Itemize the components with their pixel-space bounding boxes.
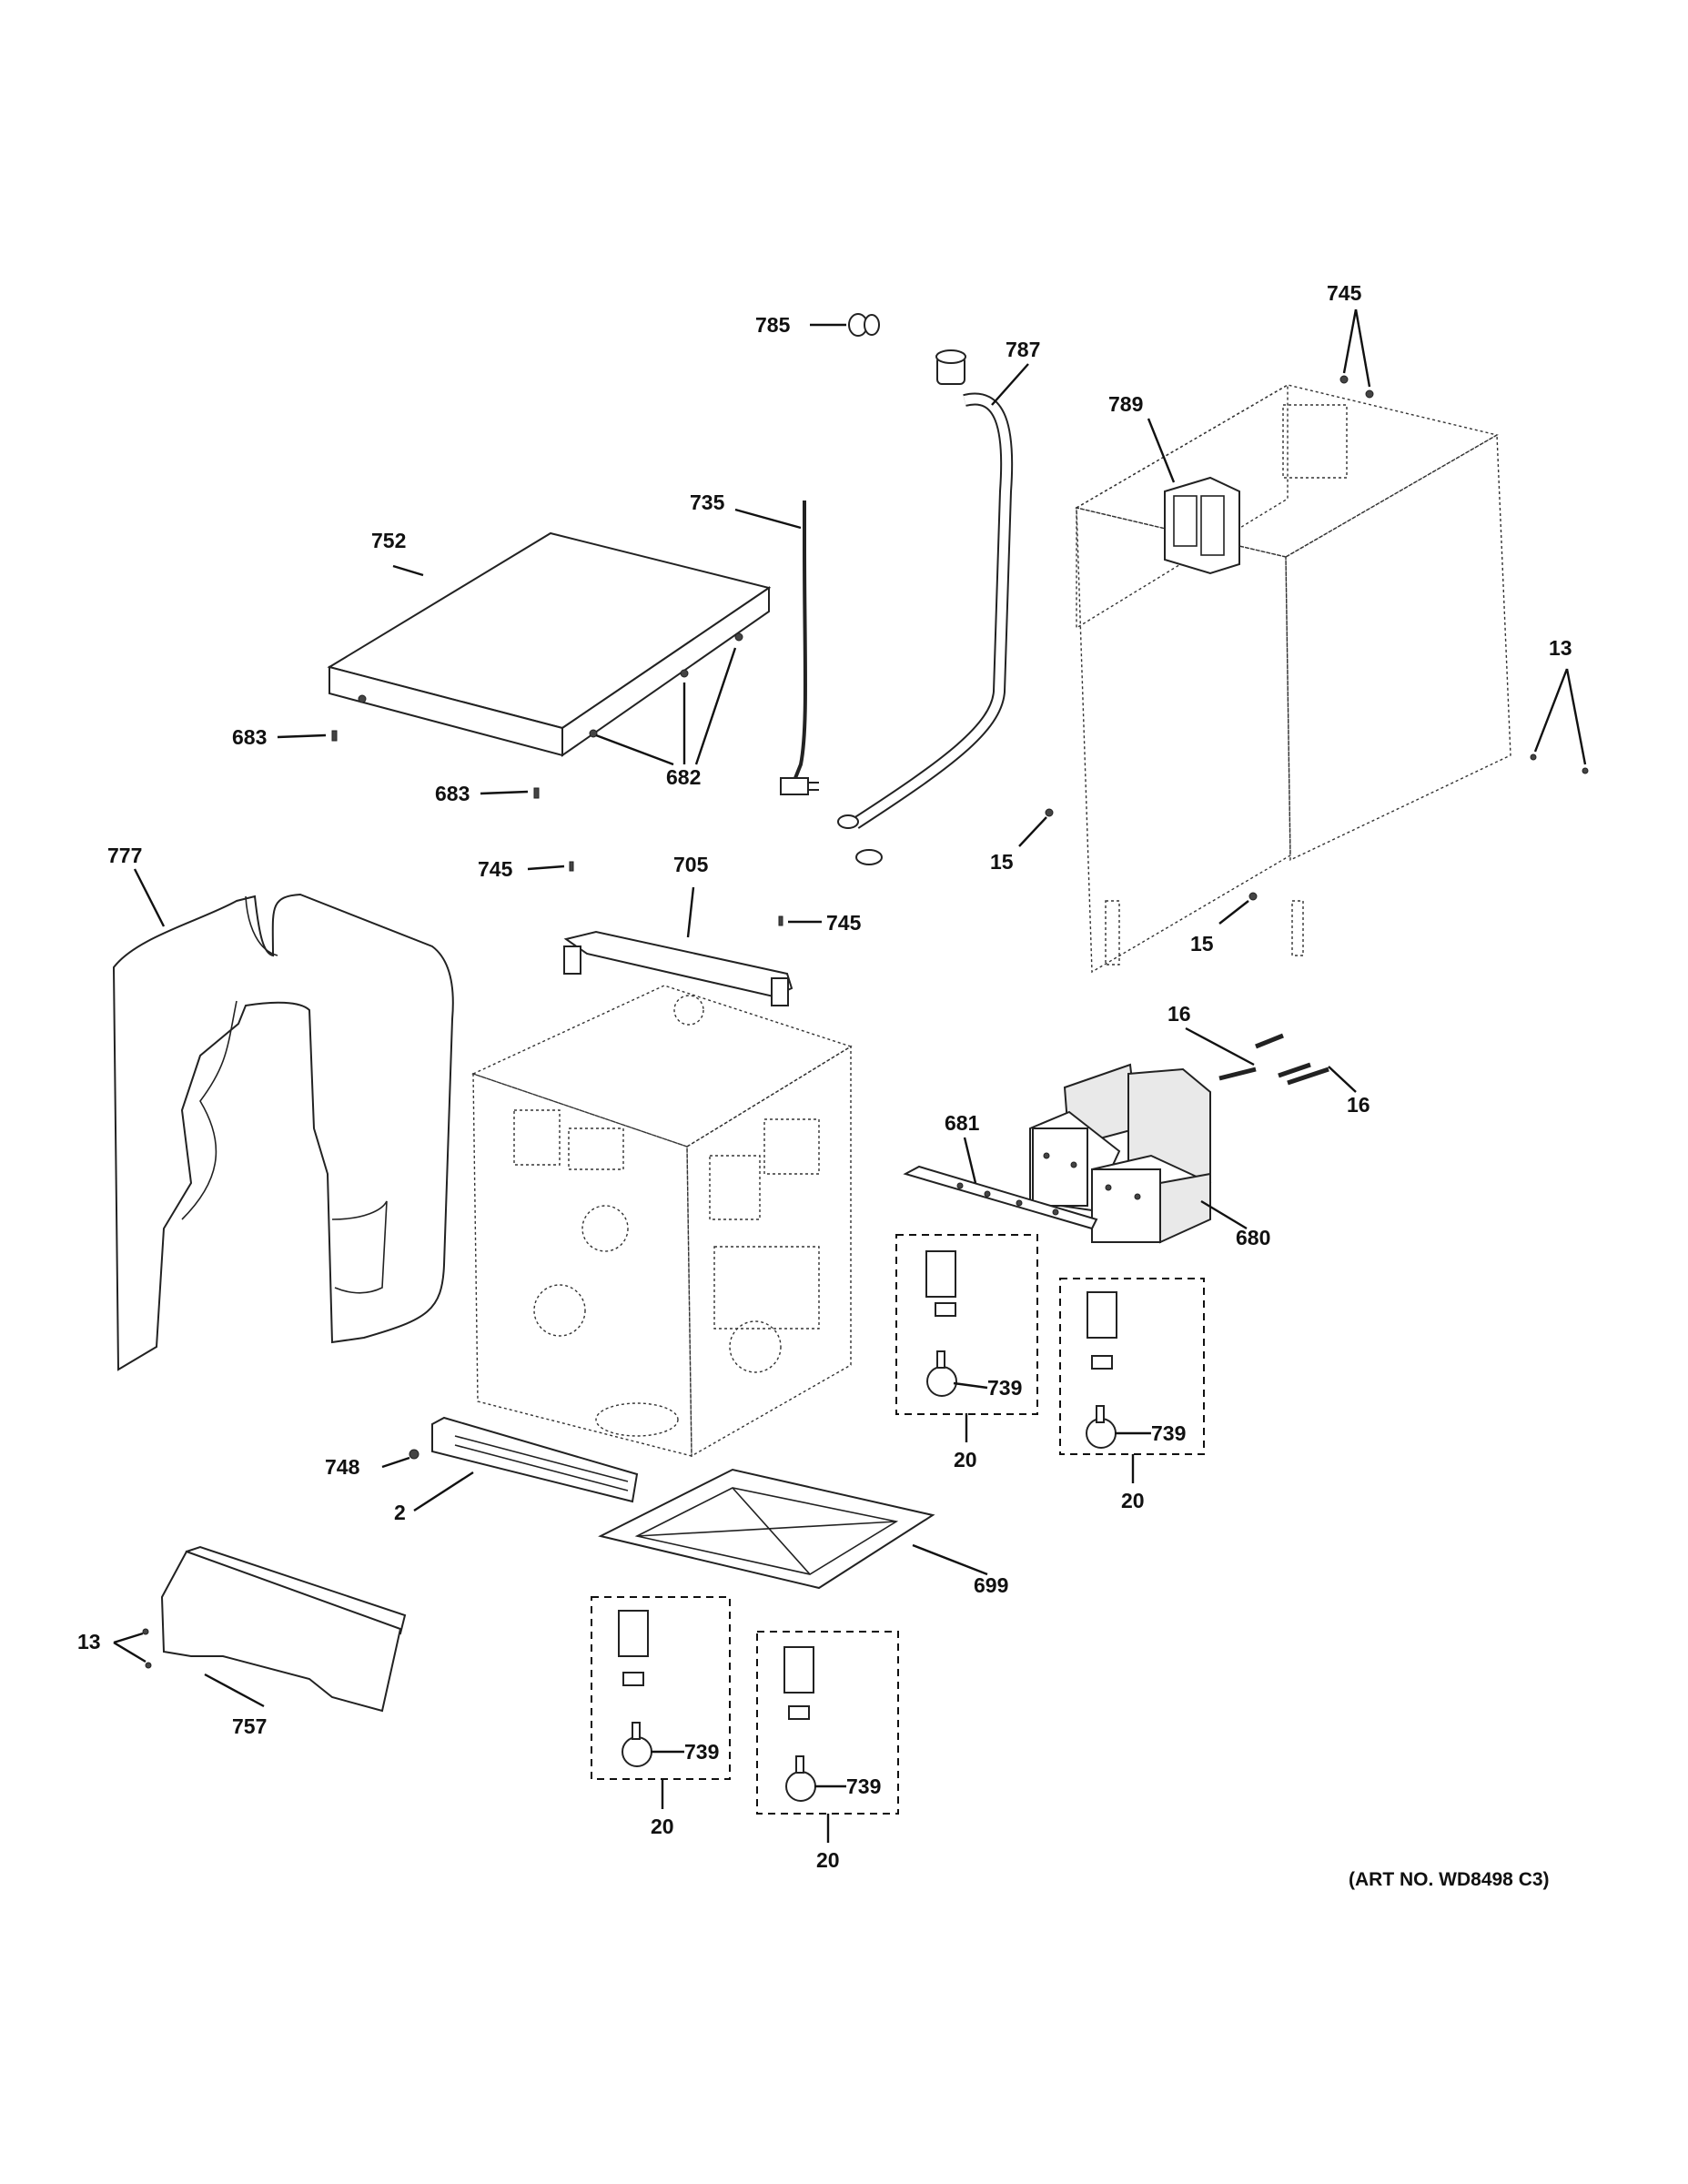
callout-13-right: 13	[1549, 636, 1572, 660]
part-outer-cabinet	[1075, 383, 1511, 974]
caster-group-d	[756, 1631, 899, 1843]
callout-20-c: 20	[651, 1815, 674, 1838]
part-789-bracket	[1147, 418, 1240, 575]
callout-680: 680	[1236, 1226, 1270, 1249]
part-745-screws-top	[1339, 308, 1374, 399]
callout-745-mid: 745	[478, 857, 513, 881]
callout-2: 2	[394, 1501, 406, 1524]
art-number: (ART NO. WD8498 C3)	[1349, 1869, 1550, 1890]
callout-683-b: 683	[435, 782, 470, 805]
part-15-screws	[1018, 808, 1258, 925]
callout-683-a: 683	[232, 725, 267, 749]
callout-789: 789	[1108, 392, 1143, 416]
callout-16-a: 16	[1167, 1002, 1191, 1026]
callout-20-b: 20	[1121, 1489, 1145, 1512]
callout-735: 735	[690, 490, 725, 514]
callout-705: 705	[673, 853, 709, 876]
callout-757: 757	[232, 1714, 267, 1738]
caster-group-a	[895, 1234, 1038, 1442]
part-757-toe-kick	[160, 1545, 407, 1713]
callout-739-b: 739	[1151, 1421, 1186, 1445]
callout-15-a: 15	[990, 850, 1014, 874]
part-681-rail	[903, 1137, 1098, 1230]
callout-739-c: 739	[684, 1740, 719, 1764]
part-705-bracket	[563, 886, 793, 1006]
part-785-plug	[810, 313, 880, 337]
part-680-leveling-blocks	[1029, 1063, 1248, 1244]
part-699-base-pan	[598, 1468, 988, 1590]
part-787-hose-assembly	[837, 349, 1029, 865]
callout-20-a: 20	[954, 1448, 977, 1471]
callout-777: 777	[107, 844, 142, 867]
caster-group-c	[591, 1596, 731, 1809]
callout-785: 785	[755, 313, 791, 337]
callout-20-d: 20	[816, 1848, 840, 1872]
callout-748: 748	[325, 1455, 360, 1479]
callout-745-top: 745	[1327, 281, 1362, 305]
callout-15-b: 15	[1190, 932, 1214, 956]
part-745-screws-mid	[527, 861, 822, 926]
callout-13-left: 13	[77, 1630, 101, 1653]
callout-787: 787	[1006, 338, 1040, 361]
part-777-insulation	[112, 868, 454, 1371]
callout-739-d: 739	[846, 1774, 881, 1798]
callout-682: 682	[666, 765, 701, 789]
part-752-top-panel	[327, 531, 772, 757]
part-tub-frame	[471, 985, 853, 1458]
caster-group-b	[1059, 1278, 1205, 1483]
part-16-bolts	[1185, 1026, 1357, 1093]
callout-745-right: 745	[826, 911, 862, 935]
callout-752: 752	[371, 529, 406, 552]
callout-739-a: 739	[987, 1376, 1022, 1400]
part-13-screws-right	[1530, 668, 1589, 774]
callout-699: 699	[974, 1573, 1008, 1597]
callout-16-b: 16	[1347, 1093, 1370, 1117]
part-13-screws-left	[113, 1628, 152, 1669]
part-735-power-cord	[734, 500, 819, 795]
part-683-682-screws	[277, 647, 737, 799]
callout-681: 681	[945, 1111, 980, 1135]
part-2-rail	[381, 1416, 639, 1512]
